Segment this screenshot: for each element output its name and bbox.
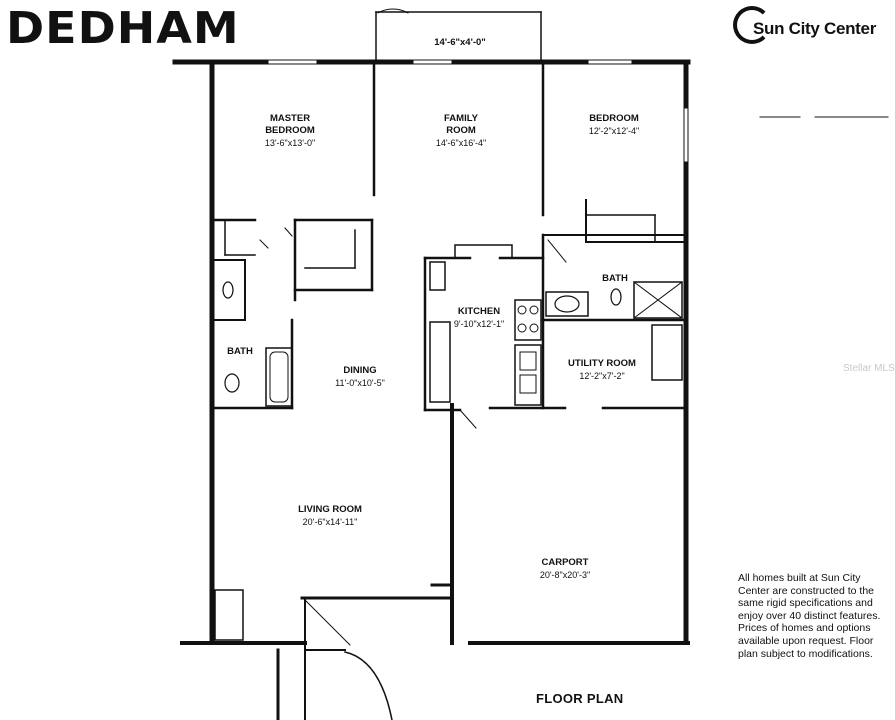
logo-ring-icon: [733, 6, 771, 44]
builder-note: All homes built at Sun City Center are c…: [738, 572, 881, 660]
room-dimensions: 12'-2"x12'-4": [588, 126, 640, 136]
room-bath-right: BATH: [590, 261, 640, 285]
sun-city-center-logo: Sun City Center: [733, 4, 893, 52]
room-name: DINING: [343, 365, 377, 376]
room-name: FAMILY ROOM: [444, 113, 478, 136]
room-name: BATH: [227, 346, 253, 357]
room-bath-left: BATH: [216, 334, 264, 358]
room-living-room: LIVING ROOM 20'-6"x14'-11": [270, 492, 390, 540]
room-name: KITCHEN: [457, 306, 501, 317]
room-dimensions: 14'-6"x16'-4": [435, 138, 487, 148]
room-kitchen: KITCHEN 9'-10"x12'-1": [424, 294, 534, 342]
room-name: BATH: [602, 273, 628, 284]
room-dimensions: 13'-6"x13'-0": [264, 138, 316, 148]
model-name-title: DEDHAM: [6, 2, 240, 54]
logo-text: Sun City Center: [753, 19, 877, 38]
room-dimensions: 9'-10"x12'-1": [453, 319, 505, 329]
room-utility: UTILITY ROOM 12'-2"x7'-2": [549, 346, 655, 394]
room-carport: CARPORT 20'-8"x20'-3": [505, 545, 625, 593]
room-dining: DINING 11'-0"x10'-5": [305, 353, 415, 401]
room-name: UTILITY ROOM: [568, 358, 636, 369]
porch-dimension: 14'-6"x4'-0": [434, 37, 486, 48]
room-name: BEDROOM: [589, 113, 639, 124]
room-name: CARPORT: [541, 557, 589, 568]
room-name: LIVING ROOM: [298, 504, 362, 515]
room-dimensions: 20'-6"x14'-11": [302, 517, 358, 527]
room-name: MASTER BEDROOM: [265, 113, 315, 136]
mls-watermark: Stellar MLS: [843, 363, 895, 374]
room-dimensions: 12'-2"x7'-2": [579, 371, 625, 381]
room-bedroom: BEDROOM 12'-2"x12'-4": [564, 101, 664, 149]
room-family-room: FAMILY ROOM 14'-6"x16'-4": [411, 101, 511, 161]
room-master-bedroom: MASTER BEDROOM 13'-6"x13'-0": [240, 101, 340, 161]
room-dimensions: 20'-8"x20'-3": [539, 570, 591, 580]
room-dimensions: 11'-0"x10'-5": [335, 378, 385, 388]
floor-plan-caption: FLOOR PLAN: [536, 691, 624, 706]
